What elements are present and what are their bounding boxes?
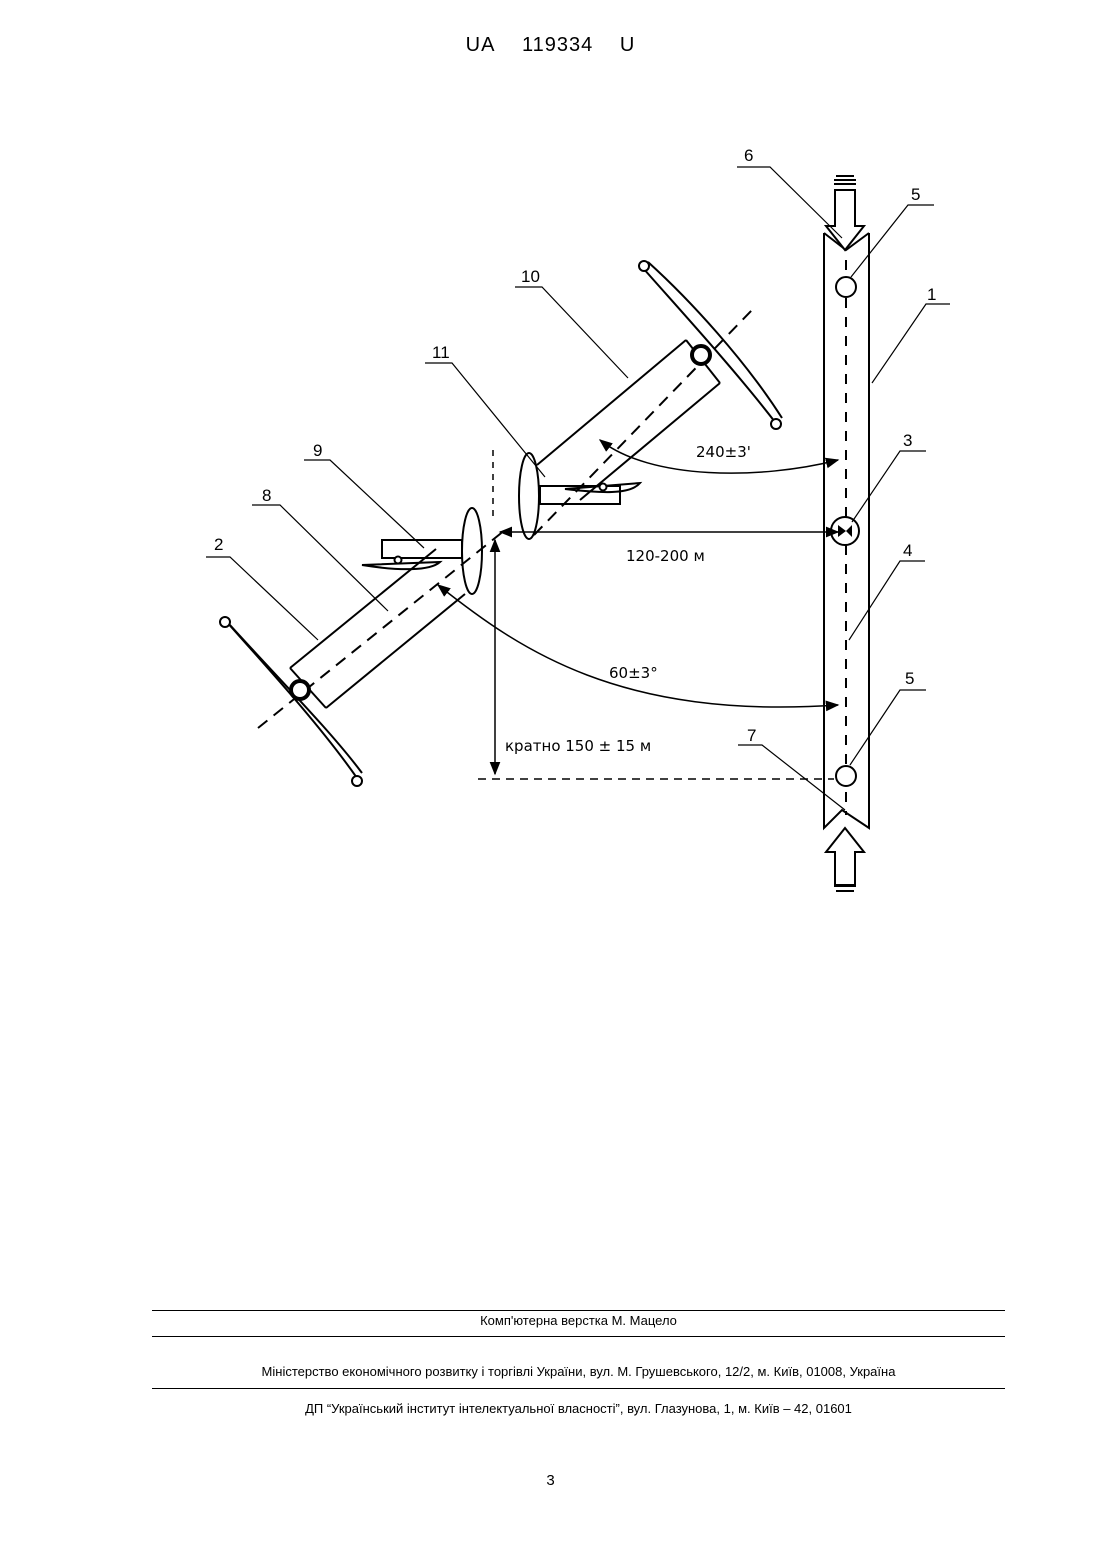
lower-machine	[220, 508, 505, 786]
angle-upper-text: 240±3'	[696, 443, 751, 461]
footer-typesetting: Комп'ютерна верстка М. Мацело	[152, 1313, 1005, 1328]
label-10: 10	[521, 267, 540, 286]
distance-vertical-text: кратно 150 ± 15 м	[505, 737, 651, 755]
label-2: 2	[214, 535, 223, 554]
label-6: 6	[744, 146, 753, 165]
angle-lower-text: 60±3°	[609, 664, 658, 682]
footer-rule-middle	[152, 1336, 1005, 1337]
page-number: 3	[0, 1472, 1101, 1489]
inflow-arrow-bottom	[826, 828, 864, 891]
dimension-lines	[438, 440, 838, 779]
label-5-bottom: 5	[905, 669, 914, 688]
label-9: 9	[313, 441, 322, 460]
label-8: 8	[262, 486, 271, 505]
footer-ministry: Міністерство економічного розвитку і тор…	[152, 1364, 1005, 1379]
distance-horizontal-text: 120-200 м	[626, 547, 705, 565]
upper-machine	[519, 261, 782, 539]
footer-institute: ДП “Український інститут інтелектуальної…	[152, 1401, 1005, 1416]
footer-rule-bottom	[152, 1388, 1005, 1389]
label-5-top: 5	[911, 185, 920, 204]
label-11: 11	[432, 343, 450, 362]
label-1: 1	[927, 285, 936, 304]
hydrant-top	[836, 277, 856, 297]
label-4: 4	[903, 541, 912, 560]
footer-rule-top	[152, 1310, 1005, 1311]
label-7: 7	[747, 726, 756, 745]
label-3: 3	[903, 431, 912, 450]
hydrant-bottom	[836, 766, 856, 786]
